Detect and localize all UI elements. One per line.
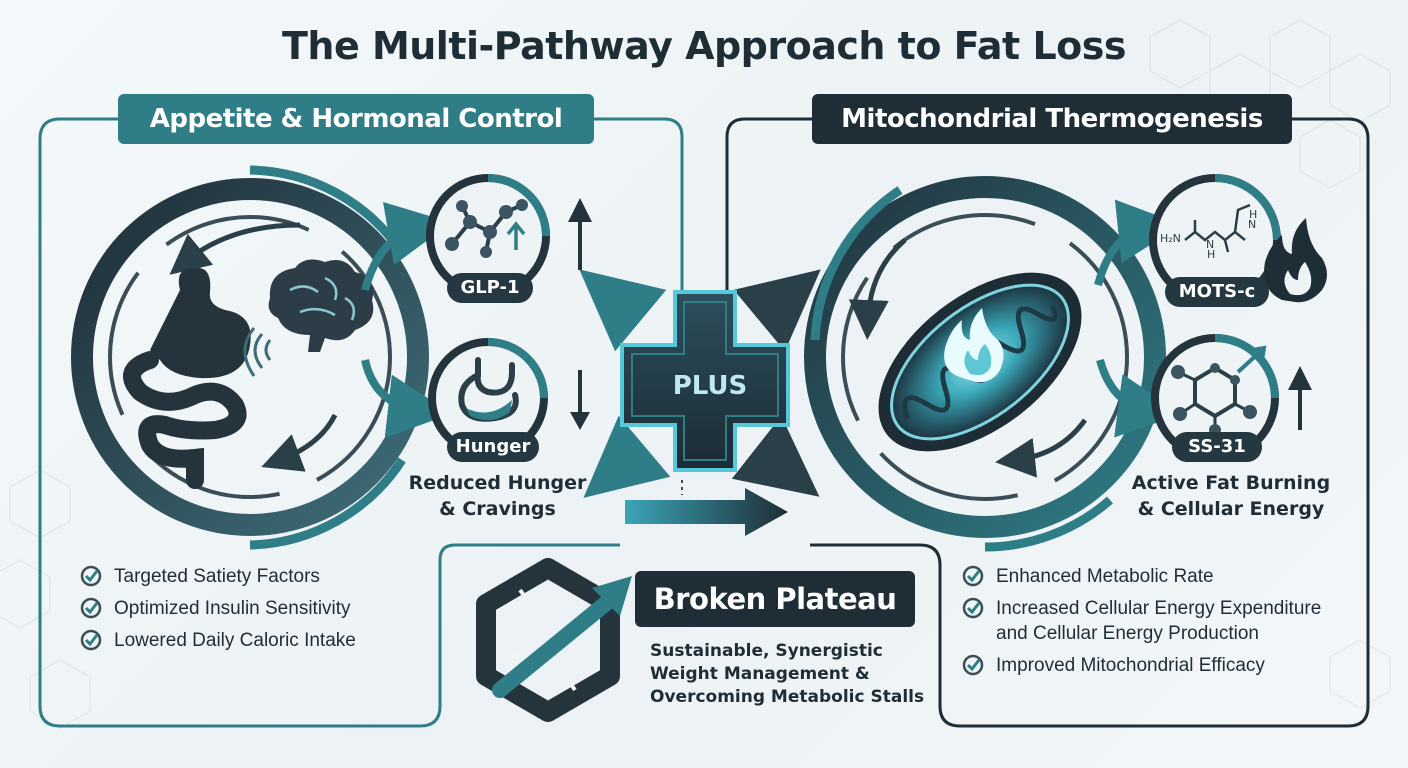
check-icon <box>962 597 984 619</box>
plus-shape <box>620 290 790 472</box>
benefit-text-line: and Cellular Energy Production <box>996 623 1259 644</box>
molecule-ring-icon <box>1171 363 1257 436</box>
benefit-item: Lowered Daily Caloric Intake <box>80 628 420 653</box>
check-icon <box>80 597 102 619</box>
plus-connector <box>579 269 821 498</box>
motsc-flame-icon <box>1264 218 1327 303</box>
broken-plateau-title: Broken Plateau <box>635 571 915 627</box>
thermogenesis-panel-title: Mitochondrial Thermogenesis <box>812 94 1292 144</box>
forward-arrow <box>625 488 788 536</box>
caption-line: & Cravings <box>439 498 556 520</box>
structure-label: H <box>1249 208 1258 221</box>
mitochondrion-illustration <box>804 176 1166 552</box>
benefit-text: Optimized Insulin Sensitivity <box>114 598 351 619</box>
benefit-text: Targeted Satiety Factors <box>114 566 320 587</box>
chemical-structure-icon <box>1184 203 1251 253</box>
check-icon <box>962 654 984 676</box>
plateau-line: Overcoming Metabolic Stalls <box>650 687 925 707</box>
benefit-item: Increased Cellular Energy Expenditure and… <box>962 596 1352 646</box>
hunger-down-arrow <box>570 370 590 430</box>
hunger-label: Hunger <box>447 432 539 462</box>
structure-label: H <box>1207 248 1216 261</box>
caption-line: Reduced Hunger <box>408 472 587 494</box>
ss31-node <box>1151 334 1279 462</box>
check-icon <box>80 565 102 587</box>
benefit-item: Targeted Satiety Factors <box>80 564 420 589</box>
appetite-benefits-list: Targeted Satiety Factors Optimized Insul… <box>80 564 420 660</box>
benefit-item: Enhanced Metabolic Rate <box>962 564 1352 589</box>
check-icon <box>80 629 102 651</box>
ss31-label: SS-31 <box>1172 432 1262 462</box>
structure-label: N <box>1206 238 1215 251</box>
plateau-line: Sustainable, Synergistic <box>650 641 883 661</box>
benefit-item: Optimized Insulin Sensitivity <box>80 596 420 621</box>
check-icon <box>962 565 984 587</box>
motsc-label: MOTS-c <box>1165 277 1269 307</box>
broken-plateau-emblem <box>476 558 632 722</box>
structure-label: N <box>1248 218 1257 231</box>
thermogenesis-benefits-list: Enhanced Metabolic Rate Increased Cellul… <box>962 564 1352 685</box>
motsc-structure-labels: H₂N N H N H <box>1160 208 1270 261</box>
left-panel-frame <box>38 117 620 728</box>
digestive-system-illustration <box>71 165 429 550</box>
glp1-up-arrow <box>568 198 592 270</box>
broken-plateau-description: Sustainable, Synergistic Weight Manageme… <box>650 640 940 709</box>
page-title: The Multi-Pathway Approach to Fat Loss <box>281 24 1127 68</box>
structure-label: H₂N <box>1160 232 1181 245</box>
left-caption: Reduced Hunger & Cravings <box>395 470 600 522</box>
benefit-text: Improved Mitochondrial Efficacy <box>996 655 1265 676</box>
glp1-label: GLP-1 <box>447 273 533 303</box>
plus-label: PLUS <box>672 371 748 401</box>
motsc-node <box>1149 174 1281 306</box>
benefit-text: Lowered Daily Caloric Intake <box>114 630 356 651</box>
caption-line: Active Fat Burning <box>1131 472 1331 494</box>
benefit-item: Improved Mitochondrial Efficacy <box>962 653 1352 678</box>
ss31-up-arrow <box>1288 366 1312 430</box>
benefit-text: Enhanced Metabolic Rate <box>996 566 1214 587</box>
benefit-text-line: Increased Cellular Energy Expenditure <box>996 598 1322 619</box>
caption-line: & Cellular Energy <box>1137 498 1325 520</box>
plateau-line: Weight Management & <box>650 664 870 684</box>
appetite-panel-title: Appetite & Hormonal Control <box>118 94 594 144</box>
right-panel-frame <box>725 117 812 290</box>
right-caption: Active Fat Burning & Cellular Energy <box>1120 470 1342 522</box>
